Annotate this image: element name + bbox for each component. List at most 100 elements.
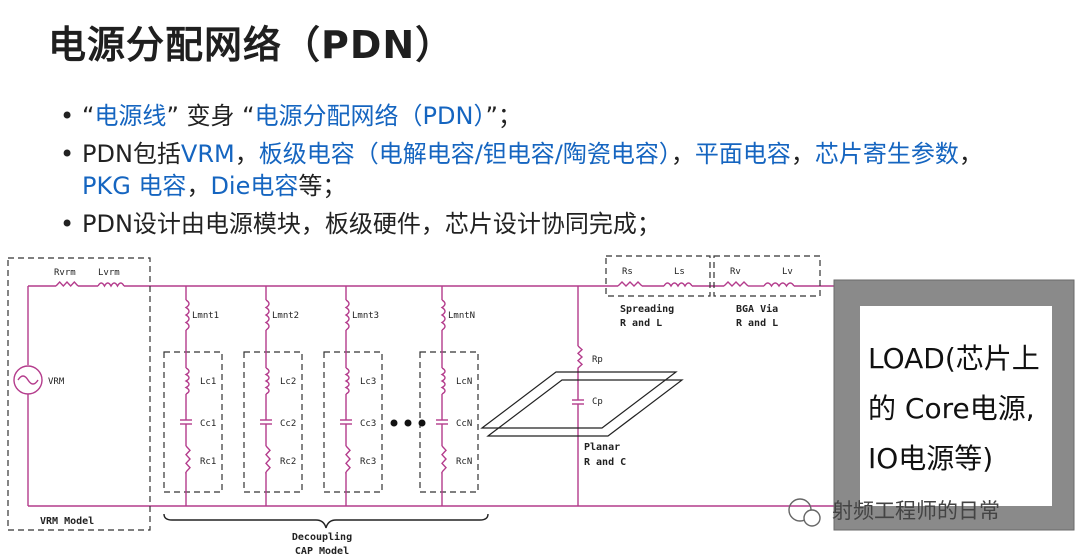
label-vrm: VRM xyxy=(48,377,65,387)
label-vrm-model: VRM Model xyxy=(40,516,94,527)
label-lmnt: Lmnt1 xyxy=(192,311,219,321)
label-lc: Lc2 xyxy=(280,377,296,387)
label-bga-rl: R and L xyxy=(736,318,778,329)
inductor-symbol xyxy=(763,282,795,288)
resistor-symbol xyxy=(617,281,643,287)
label-lmnt: Lmnt3 xyxy=(352,311,379,321)
load-line-2: 的 Core电源, xyxy=(868,392,1035,425)
label-planar: Planar xyxy=(584,442,620,453)
inductor-symbol xyxy=(184,367,190,395)
plain-text: PDN设计由电源模块，板级硬件，芯片设计协同完成； xyxy=(82,210,661,238)
label-spreading-rl: R and L xyxy=(620,318,662,329)
label-lc: LcN xyxy=(456,377,472,387)
resistor-symbol xyxy=(723,281,749,287)
inductor-symbol xyxy=(440,299,446,331)
inductor-symbol xyxy=(344,367,350,395)
vrm-model-box xyxy=(7,257,151,531)
decap-branches xyxy=(180,286,448,506)
label-lmnt: Lmnt2 xyxy=(272,311,299,321)
vrm-source-icon xyxy=(13,365,43,395)
resistor-symbol xyxy=(185,445,191,473)
label-rp: Rp xyxy=(592,355,603,365)
inductor-symbol xyxy=(663,282,693,288)
ellipsis-dot xyxy=(390,419,398,427)
label-planar-rc: R and C xyxy=(584,457,626,468)
plain-text: 等； xyxy=(298,172,347,200)
label-cc: Cc1 xyxy=(200,419,216,429)
inductor-symbol xyxy=(184,299,190,331)
plain-text: ” 变身 “ xyxy=(166,102,255,130)
plain-text: ， xyxy=(670,140,695,168)
resistor-symbol xyxy=(345,445,351,473)
bullet-dot: • xyxy=(60,102,75,130)
label-rc: RcN xyxy=(456,457,472,467)
bullet-text: PDN设计由电源模块，板级硬件，芯片设计协同完成； xyxy=(82,210,661,238)
label-bga: BGA Via xyxy=(736,303,778,315)
inductor-symbol xyxy=(97,282,125,288)
plain-text: ， xyxy=(186,172,211,200)
decap-box xyxy=(419,351,479,493)
bullet-item: • PDN包括VRM，板级电容（电解电容/钽电容/陶瓷电容），平面电容，芯片寄生… xyxy=(60,138,1020,202)
bullet-dot: • xyxy=(60,210,75,238)
dashed-boxes xyxy=(7,255,1075,531)
label-cap-model: CAP Model xyxy=(295,546,349,557)
highlight-text: 芯片寄生参数 xyxy=(814,140,959,168)
ellipsis-dot xyxy=(418,419,426,427)
load-box-inner xyxy=(860,306,1052,506)
inductor-symbol xyxy=(440,367,446,395)
resistor-symbol xyxy=(265,445,271,473)
label-rc: Rc3 xyxy=(360,457,376,467)
sine-icon xyxy=(17,375,39,385)
plain-text: ”； xyxy=(485,102,522,130)
label-rc: Rc1 xyxy=(200,457,216,467)
label-lmnt: LmntN xyxy=(448,311,475,321)
plain-text: ， xyxy=(234,140,259,168)
spreading-box xyxy=(605,255,711,297)
highlight-text: 电源分配网络（PDN） xyxy=(254,102,486,130)
label-cc: Cc2 xyxy=(280,419,296,429)
highlight-text: PKG 电容 xyxy=(82,172,187,200)
plain-text: ， xyxy=(958,140,983,168)
label-lv: Lv xyxy=(782,267,793,277)
highlight-text: 板级电容（电解电容/钽电容/陶瓷电容） xyxy=(258,140,671,168)
highlight-text: 电源线 xyxy=(94,102,167,130)
load-box-outer xyxy=(833,279,1075,531)
label-cp: Cp xyxy=(592,397,603,407)
bullet-dot: • xyxy=(60,140,75,168)
bullet-item: • “电源线” 变身 “电源分配网络（PDN）”； xyxy=(60,100,1020,132)
label-lc: Lc3 xyxy=(360,377,376,387)
inductor-symbol xyxy=(264,367,270,395)
label-rc: Rc2 xyxy=(280,457,296,467)
inductor-symbol xyxy=(344,299,350,331)
wechat-icon xyxy=(788,498,812,522)
bga-box xyxy=(713,255,821,297)
label-rs: Rs xyxy=(622,267,633,277)
resistor-symbol xyxy=(576,345,584,369)
wechat-icon-bubble xyxy=(803,509,821,527)
label-lc: Lc1 xyxy=(200,377,216,387)
planar-plane xyxy=(480,371,678,429)
plain-text: ， xyxy=(790,140,815,168)
label-rvrm: Rvrm xyxy=(54,268,76,278)
resistor-symbol xyxy=(55,280,79,288)
decap-box xyxy=(163,351,223,493)
highlight-text: Die电容 xyxy=(210,172,299,200)
label-rv: Rv xyxy=(730,267,741,277)
plain-text: PDN包括 xyxy=(82,140,181,168)
watermark-text: 射频工程师的日常 xyxy=(832,499,1000,523)
label-cc: CcN xyxy=(456,419,472,429)
bullet-text: “电源线” 变身 “电源分配网络（PDN）”； xyxy=(82,102,522,130)
label-decoupling: Decoupling xyxy=(292,531,352,543)
label-lvrm: Lvrm xyxy=(98,268,120,278)
decap-brace xyxy=(163,513,489,529)
highlight-text: 平面电容 xyxy=(694,140,791,168)
inductor-symbol xyxy=(264,299,270,331)
highlight-text: VRM xyxy=(180,140,235,168)
label-ls: Ls xyxy=(674,267,685,277)
load-line-3: IO电源等) xyxy=(868,442,993,475)
load-line-1: LOAD(芯片上 xyxy=(868,342,1040,375)
bullet-list: • “电源线” 变身 “电源分配网络（PDN）”； • PDN包括VRM，板级电… xyxy=(60,100,1020,246)
label-spreading: Spreading xyxy=(620,303,674,315)
